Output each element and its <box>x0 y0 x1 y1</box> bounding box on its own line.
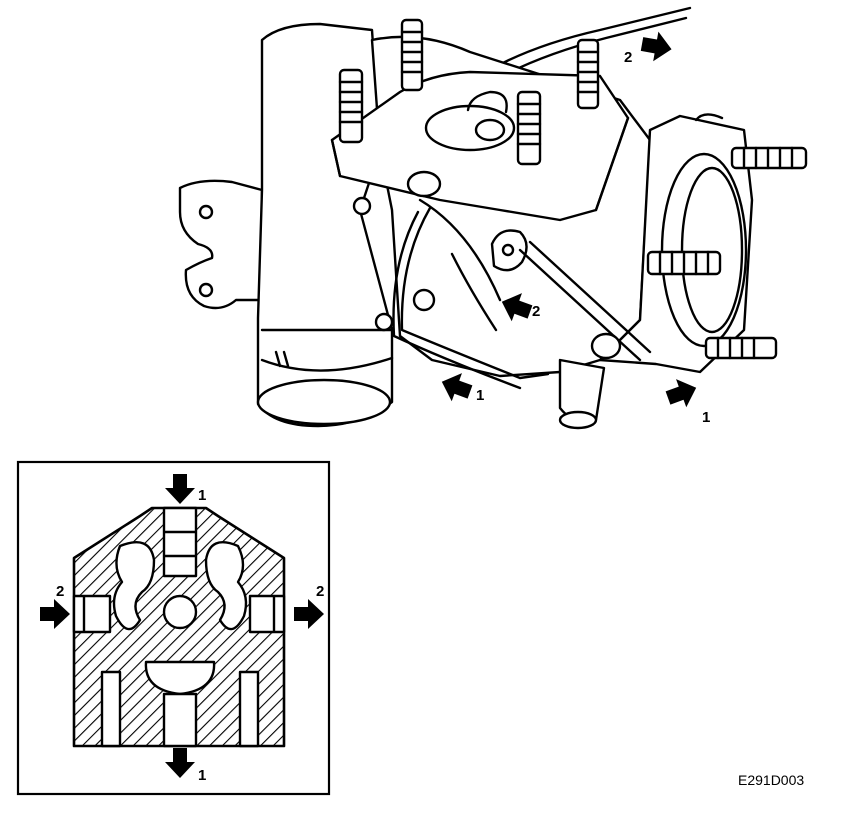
callout-label: 2 <box>316 583 324 600</box>
callout-label: 2 <box>56 583 64 600</box>
studs <box>338 18 600 166</box>
bypass-pipe <box>392 206 550 390</box>
cross-section-inset <box>16 460 331 796</box>
mounting-flange <box>178 179 264 310</box>
callout-label: 1 <box>198 487 206 504</box>
callout-label: 2 <box>624 49 632 66</box>
figure-code: E291D003 <box>738 772 805 788</box>
callout-label: 1 <box>198 767 206 784</box>
callout-label: 2 <box>532 303 540 320</box>
turbocharger-illustration <box>178 6 808 430</box>
callout-label: 1 <box>476 387 484 404</box>
callout-label: 1 <box>702 409 710 426</box>
